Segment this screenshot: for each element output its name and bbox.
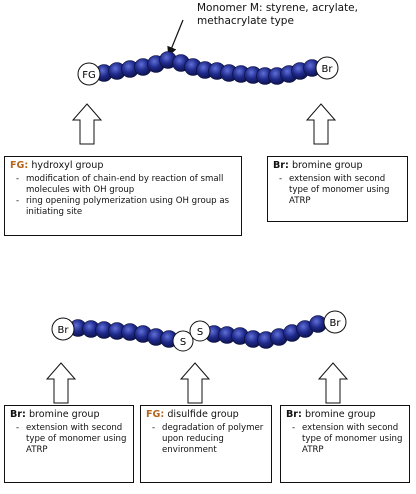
box-disulfide-tag: FG: [146,409,165,420]
list-item: extension with second type of monomer us… [16,423,128,456]
box-bromine-top-tag: Br: [273,160,289,171]
box-bromine-br-title: bromine group [301,409,376,420]
box-bromine-br-list: extension with second type of monomer us… [286,423,404,456]
top-right-up-arrow [305,103,337,145]
bottom-end-br-left-label: Br [58,325,70,336]
top-left-up-arrow [71,103,103,145]
box-bromine-top-list: extension with second type of monomer us… [273,174,402,207]
box-disulfide-group: FG: disulfide group degradation of polym… [140,405,272,483]
list-item: modification of chain-end by reaction of… [16,174,236,196]
monomer-label-line2: methacrylate type [197,15,294,27]
top-end-fg-label: FG [82,70,96,81]
box-hydroxyl-list: modification of chain-end by reaction of… [10,174,236,218]
box-bromine-bottom-right: Br: bromine group extension with second … [280,405,410,483]
list-item: degradation of polymer upon reducing env… [152,423,266,456]
box-bromine-top-title: bromine group [288,160,363,171]
monomer-label-line1: Monomer M: styrene, acrylate, [197,2,358,14]
box-bromine-top: Br: bromine group extension with second … [267,156,408,222]
box-bromine-bl-title: bromine group [25,409,100,420]
list-item: extension with second type of monomer us… [279,174,402,207]
bottom-left-up-arrow [45,362,77,404]
bottom-end-br-left: Br [51,317,75,341]
bottom-mid-up-arrow [179,362,211,404]
box-hydroxyl-group: FG: hydroxyl group modification of chain… [4,156,242,236]
top-end-br: Br [315,56,339,80]
bottom-s-left: S [172,330,194,352]
box-hydroxyl-title: hydroxyl group [28,160,104,171]
box-bromine-bottom-left: Br: bromine group extension with second … [4,405,134,483]
bottom-end-br-right-label: Br [330,318,342,329]
bottom-right-up-arrow [317,362,349,404]
top-end-fg: FG [77,62,101,86]
list-item: ring opening polymerization using OH gro… [16,196,236,218]
bottom-s-right: S [189,320,211,342]
box-bromine-br-header: Br: bromine group [286,409,404,421]
monomer-label: Monomer M: styrene, acrylate, methacryla… [197,2,358,28]
box-bromine-bl-header: Br: bromine group [10,409,128,421]
box-disulfide-list: degradation of polymer upon reducing env… [146,423,266,456]
bottom-s-left-label: S [180,337,186,348]
top-end-br-label: Br [322,64,334,75]
box-disulfide-header: FG: disulfide group [146,409,266,421]
box-bromine-top-header: Br: bromine group [273,160,402,172]
box-hydroxyl-tag: FG: [10,160,29,171]
box-bromine-bl-list: extension with second type of monomer us… [10,423,128,456]
box-bromine-br-tag: Br: [286,409,302,420]
box-disulfide-title: disulfide group [164,409,239,420]
box-bromine-bl-tag: Br: [10,409,26,420]
bottom-s-right-label: S [197,327,203,338]
monomer-pointer-arrow [167,19,184,57]
bottom-end-br-right: Br [323,310,347,334]
top-polymer-chain [95,51,321,85]
box-hydroxyl-header: FG: hydroxyl group [10,160,236,172]
list-item: extension with second type of monomer us… [292,423,404,456]
